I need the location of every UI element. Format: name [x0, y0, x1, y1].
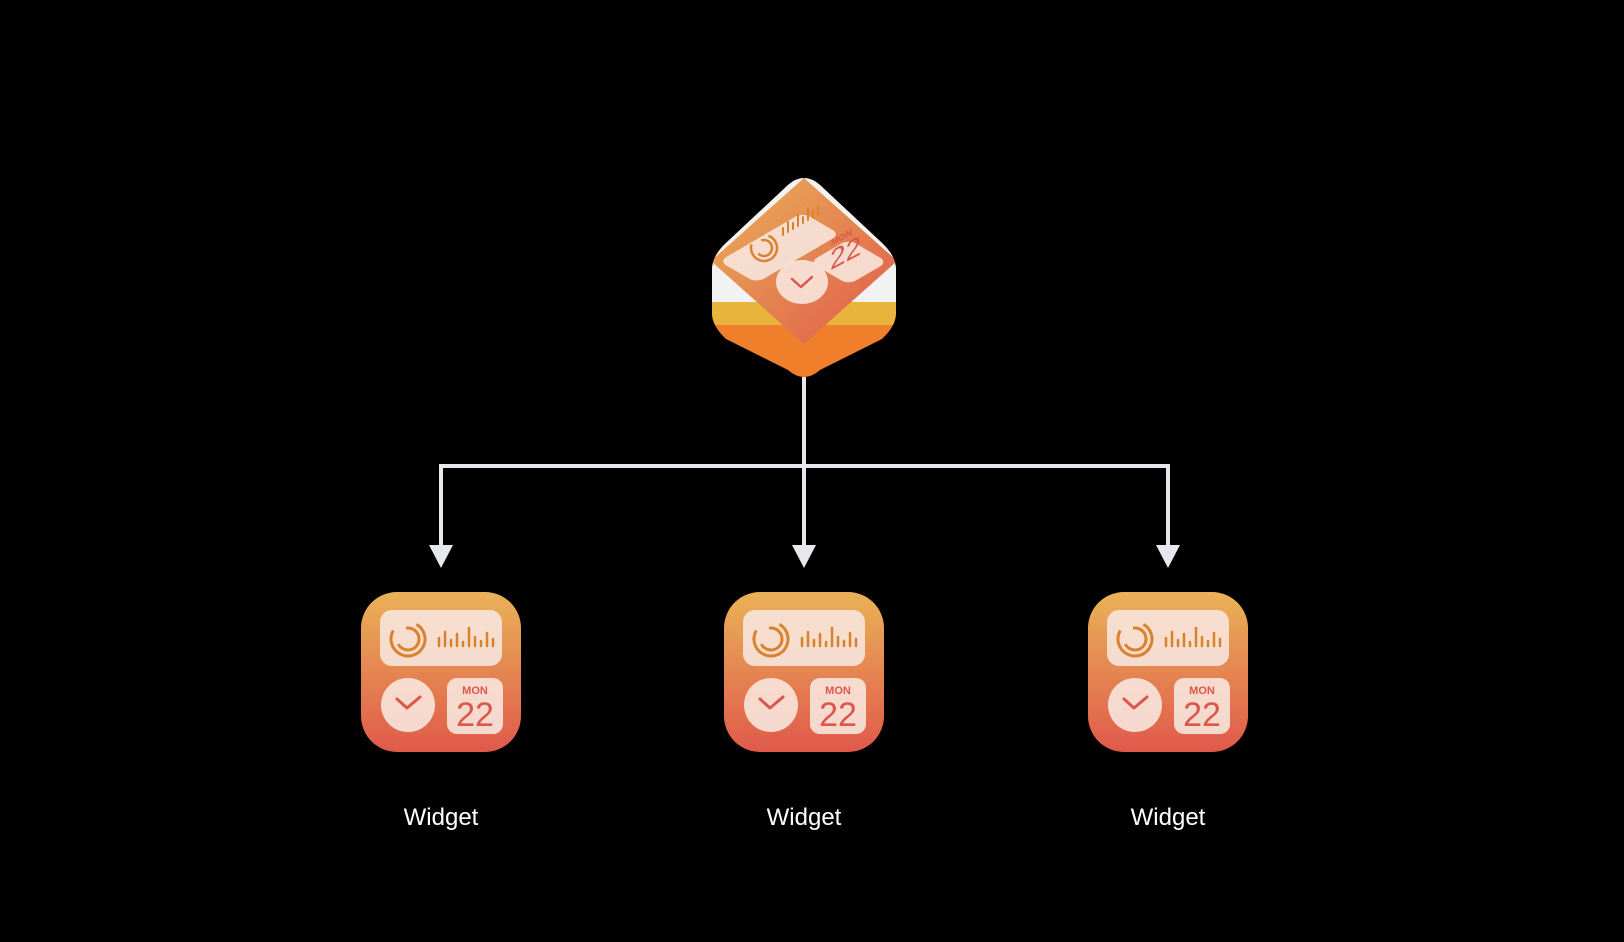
widget-icon-graphic: [722, 590, 886, 754]
widget-icon-graphic: [359, 590, 523, 754]
calendar-date-number: 22: [456, 696, 494, 734]
arrowheads: [429, 545, 1180, 568]
arrowhead-right: [1156, 545, 1180, 568]
widget-label-1: Widget: [403, 804, 479, 831]
bar-chart-icon: [782, 205, 819, 236]
calendar-date-number: 22: [819, 696, 857, 734]
widgetkit-stack-icon: MON 22: [712, 178, 896, 377]
activity-ring-icon: [749, 233, 779, 263]
branch-line: [439, 464, 1170, 547]
calendar-day-label: MON: [462, 685, 488, 697]
arrowhead-center: [792, 545, 816, 568]
connector-lines: [439, 377, 1170, 547]
widget-label-2: Widget: [766, 804, 842, 831]
widget-label-3: Widget: [1130, 804, 1206, 831]
calendar-day-label: MON: [1189, 685, 1215, 697]
calendar-day-label: MON: [825, 685, 851, 697]
arrowhead-left: [429, 545, 453, 568]
calendar-date-number: 22: [1183, 696, 1221, 734]
clock-icon: [776, 260, 828, 304]
widget-icon-graphic: [1086, 590, 1250, 754]
